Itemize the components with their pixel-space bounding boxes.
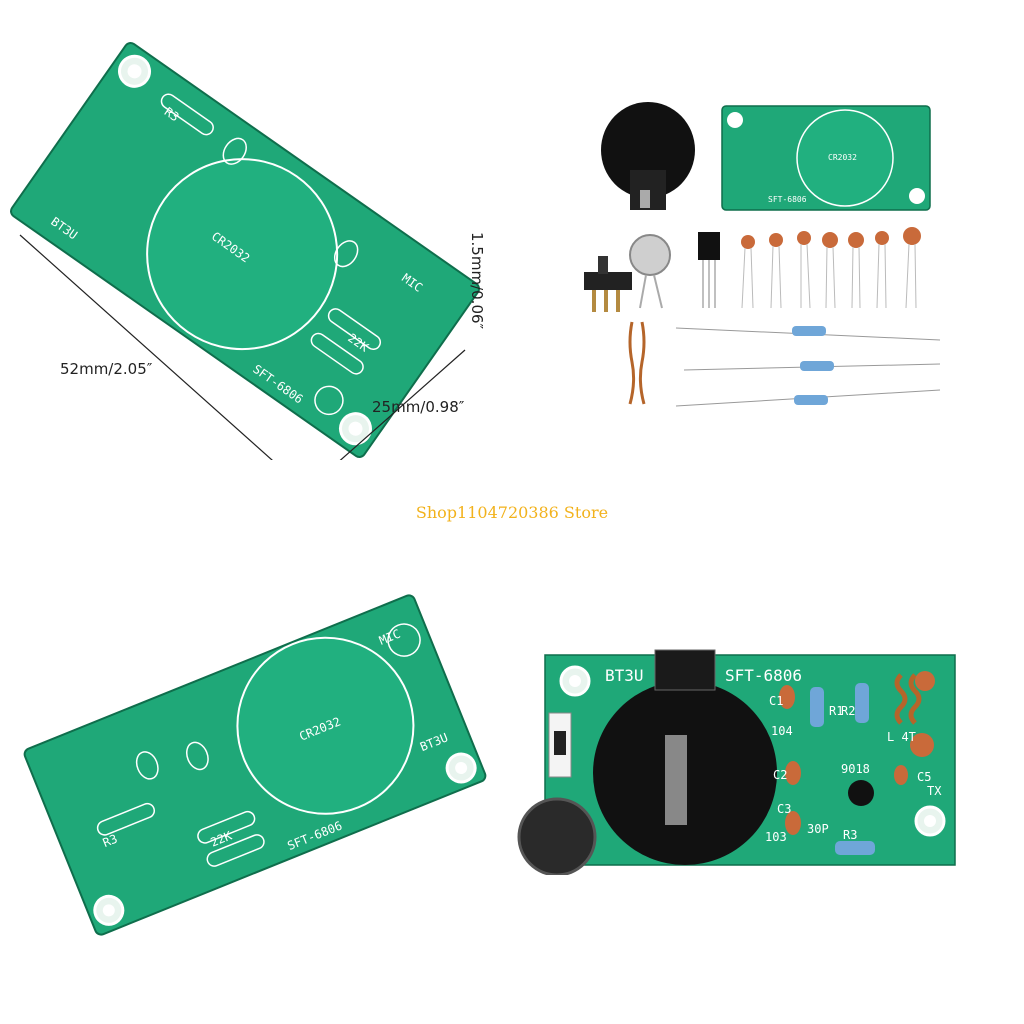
battery-holder	[601, 102, 695, 198]
kit-pcb-battery-label: CR2032	[828, 153, 857, 162]
thickness-dimension-label: 1.5mm/0.06″	[468, 232, 486, 330]
assembled-batt-ref-label: BT3U	[605, 666, 644, 685]
pcb-board-tilted: CR2032 SFT-6806 MIC BT3U R3 22K	[10, 42, 480, 460]
assembled-c2-label: C2	[773, 768, 787, 782]
assembled-board: BT3U SFT-6806 C1 104 R1 R2 C2 C3 103 30P…	[517, 649, 956, 875]
assembled-c1-label: C1	[769, 694, 783, 708]
assembled-tx-label: TX	[927, 784, 942, 798]
assembled-microphone	[517, 797, 597, 875]
ceramic-capacitors	[741, 227, 921, 309]
assembled-coil-label: L 4T	[887, 730, 916, 744]
assembled-103-label: 103	[765, 830, 787, 844]
pcb-bottom-view-photo: CR2032 SFT-6806 MIC BT3U R3 22K	[20, 590, 490, 940]
assembled-r3-label: R3	[843, 828, 857, 842]
assembled-pcb-photo: BT3U SFT-6806 C1 104 R1 R2 C2 C3 103 30P…	[515, 645, 960, 875]
assembled-104-label: 104	[771, 724, 793, 738]
pcb-board-angled: CR2032 SFT-6806 MIC BT3U R3 22K	[23, 594, 487, 936]
kit-pcb-model-label: SFT-6806	[768, 195, 807, 204]
resistors	[675, 326, 941, 407]
assembled-9018-label: 9018	[841, 762, 870, 776]
assembled-30p-label: 30P	[807, 822, 829, 836]
antenna-coil	[628, 321, 636, 405]
assembled-components	[779, 671, 935, 855]
assembled-r2-label: R2	[841, 704, 855, 718]
slide-switch	[584, 272, 632, 290]
bottom-r3-label: R3	[101, 832, 120, 850]
store-watermark: Shop1104720386 Store	[415, 503, 609, 522]
length-dimension-line	[19, 234, 273, 460]
length-dimension-label: 52mm/2.05″	[60, 360, 153, 378]
kit-components-photo: CR2032 SFT-6806	[570, 90, 970, 420]
kit-parts: CR2032 SFT-6806	[584, 102, 941, 407]
transistor	[698, 232, 720, 260]
assembled-r1-label: R1	[829, 704, 843, 718]
assembled-c5-label: C5	[917, 770, 931, 784]
microphone	[629, 234, 671, 276]
assembled-model-label: SFT-6806	[725, 666, 802, 685]
assembled-c3-label: C3	[777, 802, 791, 816]
pcb-dimension-photo: CR2032 SFT-6806 MIC BT3U R3 22K	[0, 40, 510, 460]
width-dimension-line	[339, 349, 466, 460]
width-dimension-label: 25mm/0.98″	[372, 398, 465, 416]
r3-label: R3	[162, 105, 182, 125]
